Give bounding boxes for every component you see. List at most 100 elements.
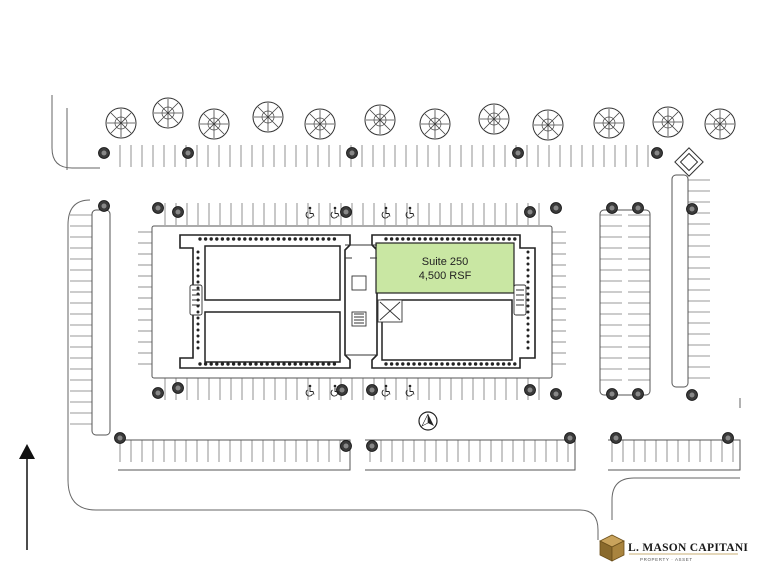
bollard-dot bbox=[417, 237, 422, 241]
tree-row bbox=[105, 97, 736, 141]
bollard-dot bbox=[417, 362, 422, 366]
bollard-dot bbox=[457, 362, 461, 366]
tree-icon bbox=[704, 108, 736, 140]
bollard-dot bbox=[287, 237, 292, 241]
bollard-dot bbox=[196, 304, 200, 308]
tree-icon bbox=[304, 108, 336, 140]
bollard-dot bbox=[304, 362, 309, 366]
bollard-dot bbox=[299, 362, 303, 366]
tree-icon bbox=[419, 108, 451, 140]
bollard-dot bbox=[196, 298, 200, 302]
bollard-dot bbox=[526, 304, 530, 308]
bollard-dot bbox=[196, 286, 200, 290]
shrub-icon bbox=[686, 389, 698, 401]
bollard-dot bbox=[293, 362, 297, 366]
bollard-dot bbox=[271, 237, 275, 241]
shrub-icon bbox=[550, 388, 562, 400]
bollard-dot bbox=[196, 262, 200, 266]
bollard-dot bbox=[389, 362, 394, 366]
bollard-dot bbox=[226, 362, 230, 366]
bollard-dot bbox=[526, 280, 530, 284]
shrub-icon bbox=[336, 384, 348, 396]
bollard-dot bbox=[526, 340, 530, 344]
bollard-dot bbox=[445, 237, 450, 241]
bollard-dot bbox=[440, 237, 444, 241]
bollard-dot bbox=[276, 237, 281, 241]
bollard-dot bbox=[226, 237, 230, 241]
bollard-dot bbox=[457, 237, 461, 241]
bollard-dot bbox=[429, 237, 433, 241]
tree-icon bbox=[593, 107, 625, 139]
shrub-icon bbox=[524, 206, 536, 218]
bollard-dot bbox=[445, 362, 450, 366]
bollard-dot bbox=[196, 256, 200, 260]
bollard-dot bbox=[243, 362, 247, 366]
bollard-dot bbox=[220, 362, 225, 366]
bollard-dot bbox=[327, 237, 331, 241]
bollard-dot bbox=[384, 362, 388, 366]
shrub-icon bbox=[524, 384, 536, 396]
bollard-dot bbox=[196, 340, 200, 344]
bollard-dot bbox=[451, 237, 455, 241]
shrub-icon bbox=[686, 203, 698, 215]
shrub-icon bbox=[98, 200, 110, 212]
bollard-dot bbox=[259, 237, 264, 241]
bollard-dot bbox=[526, 262, 530, 266]
shrub-icon bbox=[340, 440, 352, 452]
bollard-dot bbox=[196, 250, 200, 254]
bollard-dot bbox=[526, 310, 530, 314]
bollard-dot bbox=[485, 362, 489, 366]
bollard-dot bbox=[196, 310, 200, 314]
shrub-icon bbox=[98, 147, 110, 159]
bollard-dot bbox=[304, 237, 309, 241]
bollard-dot bbox=[198, 362, 202, 366]
parking-stalls bbox=[70, 145, 734, 462]
tree-icon bbox=[532, 109, 564, 141]
bollard-dot bbox=[310, 362, 314, 366]
bollard-dot bbox=[526, 286, 530, 290]
bollard-dot bbox=[423, 362, 427, 366]
suite-250-highlight[interactable] bbox=[375, 242, 515, 294]
bollard-dot bbox=[215, 237, 219, 241]
bollard-dot bbox=[321, 362, 325, 366]
bollard-dot bbox=[485, 237, 489, 241]
bollard-dot bbox=[496, 237, 500, 241]
tree-icon bbox=[105, 107, 137, 139]
bollard-dot bbox=[395, 362, 399, 366]
bollard-dot bbox=[209, 362, 213, 366]
bollard-dot bbox=[526, 292, 530, 296]
shrub-icon bbox=[152, 202, 164, 214]
accessible-parking-icon bbox=[305, 206, 315, 219]
bollard-dot bbox=[203, 237, 208, 241]
bollard-dot bbox=[412, 237, 416, 241]
bollard-dot bbox=[401, 237, 405, 241]
bollard-dot bbox=[215, 362, 219, 366]
bollard-dot bbox=[406, 362, 411, 366]
bollard-dot bbox=[196, 328, 200, 332]
bollard-dot bbox=[473, 237, 478, 241]
bollard-dot bbox=[468, 362, 472, 366]
bollard-dot bbox=[248, 362, 253, 366]
bollard-dot bbox=[473, 362, 478, 366]
bollard-dot bbox=[282, 362, 286, 366]
bollard-dot bbox=[526, 316, 530, 320]
bollard-dot bbox=[507, 237, 511, 241]
bollard-dot bbox=[462, 237, 467, 241]
shrub-icon bbox=[152, 387, 164, 399]
bollard-dot bbox=[310, 237, 314, 241]
bollard-dot bbox=[429, 362, 433, 366]
bollard-dot bbox=[299, 237, 303, 241]
bollard-dot bbox=[282, 237, 286, 241]
bollard-dot bbox=[254, 362, 258, 366]
shrub-icon bbox=[550, 202, 562, 214]
bollard-dot bbox=[501, 362, 506, 366]
bollard-dot bbox=[287, 362, 292, 366]
shrub-icon bbox=[610, 432, 622, 444]
bollard-dot bbox=[198, 237, 202, 241]
accessible-parking-icon bbox=[330, 206, 340, 219]
bollard-dot bbox=[196, 334, 200, 338]
bollard-dot bbox=[513, 237, 517, 241]
suite-area: 4,500 RSF bbox=[419, 270, 472, 282]
tree-icon bbox=[364, 104, 396, 136]
accessible-parking-icon bbox=[381, 384, 391, 397]
